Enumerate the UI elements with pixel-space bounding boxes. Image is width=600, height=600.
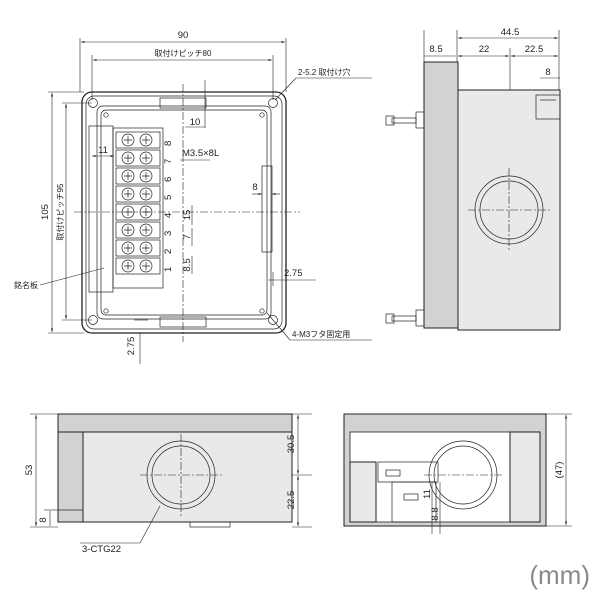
terminal-screw [139, 259, 153, 273]
dim-7: 7 [182, 234, 193, 239]
dim-8-5-side: 8.5 [429, 44, 442, 55]
terminal-screw-slot [124, 226, 132, 234]
dim-2-75-right: 2.75 [284, 268, 303, 279]
terminal-row [115, 131, 161, 149]
dim-mount-pitch-y: 取付けピッチ95 [55, 183, 65, 240]
dim-22-5-side: 22.5 [525, 44, 544, 55]
dim-total-44-5: 44.5 [501, 27, 520, 38]
terminal-number-7: 7 [163, 159, 174, 164]
dim-height-105: 105 [40, 204, 51, 220]
dim-mount-pitch-x: 取付けピッチ80 [155, 48, 212, 58]
terminal-number-1: 1 [163, 267, 174, 272]
terminal-screw [121, 223, 135, 237]
terminal-number-8: 8 [163, 141, 174, 146]
terminal-row [115, 221, 161, 239]
terminal-screw-slot [142, 226, 150, 234]
terminal-number-3: 3 [163, 231, 174, 236]
terminal-screw-slot [142, 190, 150, 198]
unit-label: (mm) [529, 560, 590, 590]
terminal-screw-slot [124, 244, 132, 252]
section-view: (47) 11 8.8 [343, 413, 572, 534]
terminal-row [115, 149, 161, 167]
terminal-screw-slot [142, 244, 150, 252]
terminal-screw-slot [142, 172, 150, 180]
terminal-screw [139, 169, 153, 183]
dim-30-5: 30.5 [286, 435, 297, 454]
terminal-screw-slot [142, 136, 150, 144]
dim-11: 11 [98, 145, 108, 156]
terminal-number-5: 5 [163, 195, 174, 200]
terminal-row [115, 203, 161, 221]
label-conduit: 3-CTG22 [82, 544, 121, 555]
terminal-screw [139, 241, 153, 255]
terminal-number-2: 2 [163, 249, 174, 254]
dim-width-90: 90 [178, 30, 189, 41]
terminal-screw [121, 151, 135, 165]
dim-8-side: 8 [545, 67, 550, 78]
terminal-number-4: 4 [163, 213, 174, 218]
terminal-row [115, 167, 161, 185]
dim-2-75-bottom: 2.75 [126, 337, 137, 356]
dim-8-8-section: 8.8 [430, 507, 441, 520]
dim-11-section: 11 [422, 489, 433, 499]
dim-22-5-front: 22.5 [286, 491, 297, 510]
dim-10: 10 [190, 117, 201, 128]
terminal-screw-slot [124, 154, 132, 162]
dim-22-side: 22 [479, 44, 490, 55]
terminal-screw [121, 169, 135, 183]
terminal-screw [121, 187, 135, 201]
label-screw-size: M3.5×8L [182, 148, 219, 159]
terminal-screw [139, 151, 153, 165]
terminal-screw [139, 205, 153, 219]
front-view: 53 8 30.5 22.5 3-CTG22 [24, 413, 312, 555]
terminal-screw [121, 259, 135, 273]
top-view: 90 取付けピッチ80 105 取付けピッチ95 [14, 30, 372, 364]
terminal-screw [121, 133, 135, 147]
terminal-screw [121, 241, 135, 255]
dim-47: (47) [554, 462, 565, 479]
terminal-row [115, 185, 161, 203]
dim-8-front: 8 [38, 517, 49, 522]
label-nameplate: 銘名板 [14, 280, 38, 290]
terminal-screw-slot [124, 208, 132, 216]
terminal-row [115, 257, 161, 275]
terminal-block [115, 131, 161, 275]
label-lid-screws: 4-M3フタ固定用 [292, 329, 350, 339]
terminal-screw-slot [124, 172, 132, 180]
dim-8: 8 [252, 182, 257, 193]
terminal-screw-slot [142, 262, 150, 270]
terminal-screw-slot [142, 154, 150, 162]
terminal-screw-slot [124, 136, 132, 144]
dim-8-5: 8.5 [182, 258, 193, 271]
dim-15: 15 [182, 210, 193, 221]
dim-53: 53 [24, 465, 35, 476]
terminal-row [115, 239, 161, 257]
terminal-screw [139, 223, 153, 237]
terminal-number-6: 6 [163, 177, 174, 182]
terminal-screw [139, 133, 153, 147]
terminal-screw-slot [124, 190, 132, 198]
terminal-screw-slot [142, 208, 150, 216]
label-mount-holes: 2-5.2 取付け穴 [298, 67, 350, 77]
terminal-screw-slot [124, 262, 132, 270]
side-view: 44.5 8.5 22 22.5 8 [385, 27, 561, 331]
terminal-screw [139, 187, 153, 201]
terminal-screw [121, 205, 135, 219]
